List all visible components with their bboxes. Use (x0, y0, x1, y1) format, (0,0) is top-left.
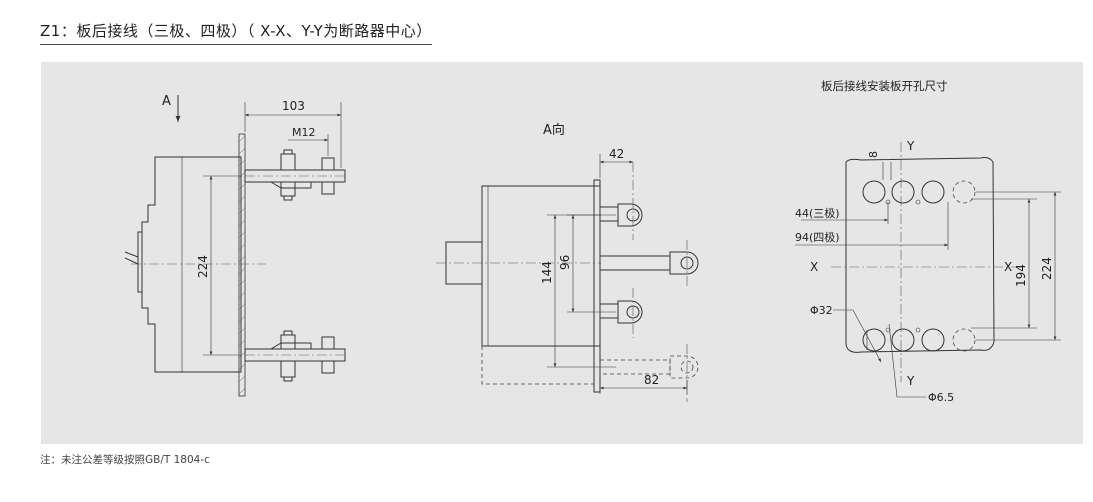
a-view-label: A向 (543, 122, 565, 138)
a-view-terminal-2 (599, 240, 699, 288)
hole-bottom-2 (891, 328, 915, 352)
a-view-4pole-outline (481, 346, 594, 385)
top-terminal (244, 149, 346, 201)
plate-outline (845, 157, 995, 353)
plate-hatch (238, 135, 246, 395)
hole-bottom-1 (862, 328, 886, 352)
dim-phi65: Φ6.5 (928, 391, 954, 404)
dim-m12: M12 (292, 126, 316, 139)
drawing-panel: A (41, 62, 1083, 444)
breaker-body (141, 156, 242, 373)
dim-82: 82 (644, 373, 659, 387)
hole-top-4-dashed (952, 180, 976, 204)
handle-lever (124, 251, 139, 258)
a-view-plate (593, 179, 601, 393)
label-y-bottom: Y (906, 374, 915, 388)
a-view: A向 (436, 122, 699, 402)
mounting-plate (238, 133, 246, 397)
dim-194: 194 (1014, 264, 1028, 287)
dim-94: 94(四极) (795, 230, 840, 244)
hole-bottom-4-dashed (952, 328, 976, 352)
tolerance-note: 注：未注公差等级按照GB/T 1804-c (40, 454, 210, 466)
dim-224-side: 224 (196, 255, 210, 278)
a-view-terminal-1 (599, 162, 643, 240)
dim-144: 144 (540, 261, 554, 284)
hole-top-1 (862, 180, 886, 204)
dim-phi32: Φ32 (810, 304, 833, 317)
label-x-left: X (810, 260, 818, 274)
dim-8: 8 (867, 151, 880, 158)
side-view: A (124, 94, 346, 397)
handle (137, 231, 142, 293)
hole-top-3 (921, 180, 945, 204)
dim-103: 103 (282, 99, 305, 113)
dim-44: 44(三极) (795, 206, 840, 220)
dim-224-mount: 224 (1040, 257, 1054, 280)
side-view-arrow-label: A (162, 94, 171, 109)
bottom-terminal (244, 330, 346, 382)
dim-42: 42 (609, 147, 624, 161)
label-y-top: Y (906, 139, 915, 153)
dim-96: 96 (558, 255, 572, 270)
label-x-right: X (1004, 260, 1012, 274)
hole-top-2 (891, 180, 915, 204)
mounting-title: 板后接线安装板开孔尺寸 (821, 79, 948, 93)
technical-drawing: A (124, 79, 1061, 404)
mounting-cutout: 板后接线安装板开孔尺寸 Y Y X X (795, 79, 1061, 404)
handle-lever-2 (124, 257, 139, 265)
page-title: Z1：板后接线（三极、四极）（ X-X、Y-Y为断路器中心） (40, 20, 432, 45)
a-view-terminal-3 (599, 288, 643, 338)
hole-bottom-3 (921, 328, 945, 352)
